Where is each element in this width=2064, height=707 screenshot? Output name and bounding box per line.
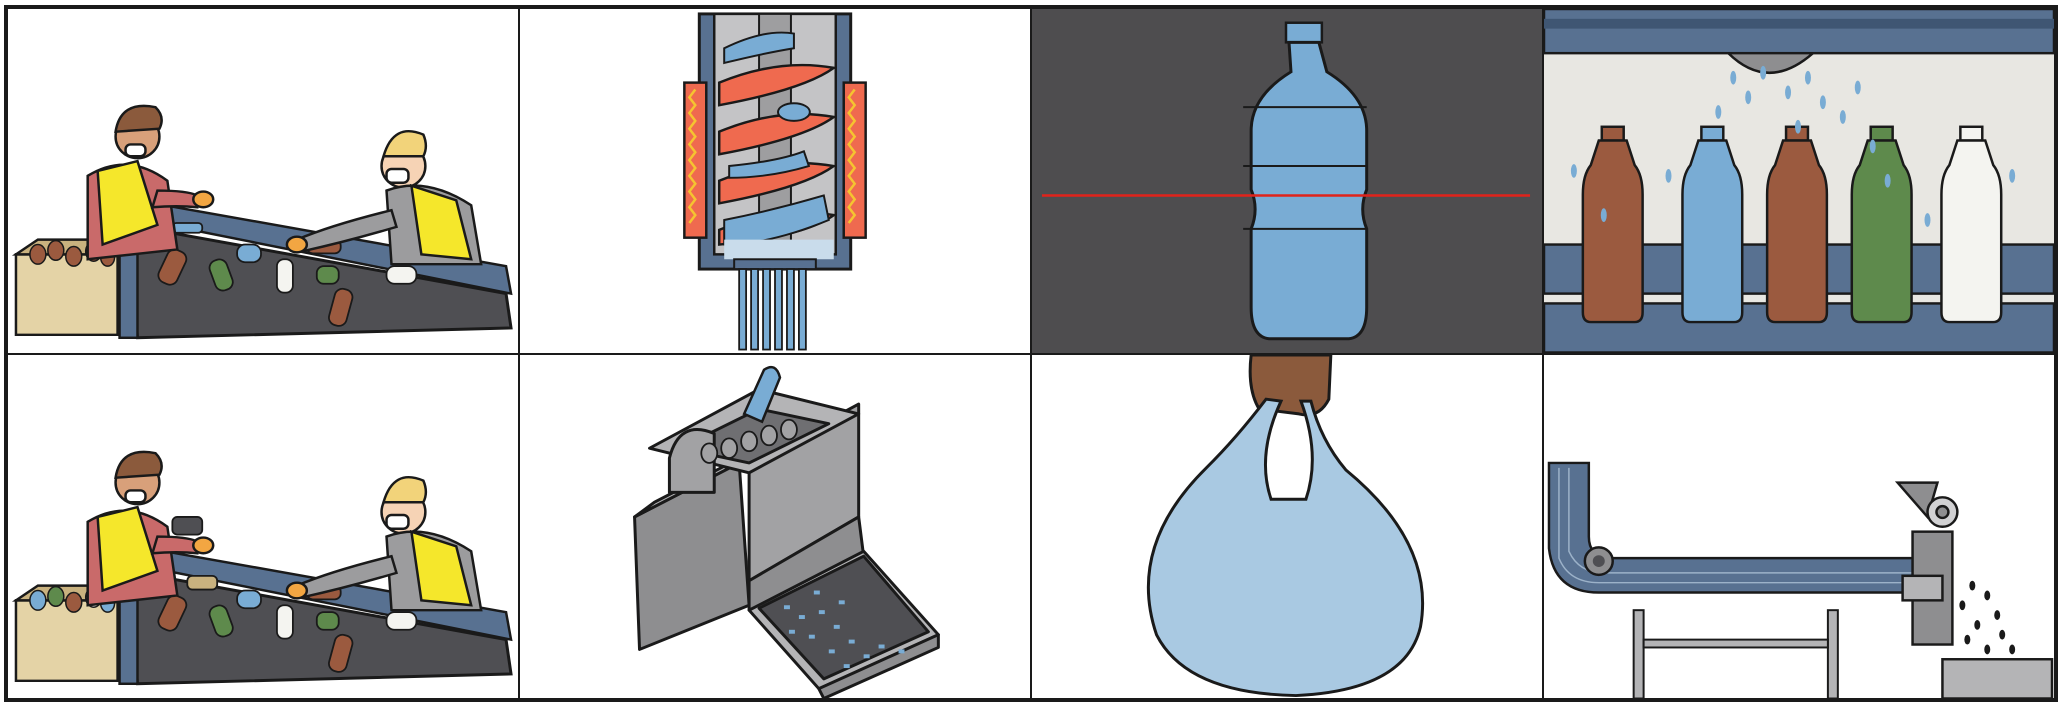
panel-shredder	[519, 353, 1031, 699]
plastic-carrier-bag-icon	[1146, 354, 1425, 697]
plastic-shredder-machine-icon	[633, 365, 940, 698]
bottle-washing-line-icon	[1544, 9, 2054, 353]
panel-carrier-bag	[1031, 353, 1543, 699]
bottle-laser-scan-icon	[1041, 21, 1531, 341]
panel-sorting-belt	[7, 8, 519, 354]
panel-screw-extruder	[519, 8, 1031, 354]
panel-sorting-belt-mixed	[7, 353, 519, 699]
panel-laser-scan	[1031, 8, 1543, 354]
screw-extruder-heater-icon	[683, 12, 867, 351]
panel-washing-line	[1543, 8, 2055, 354]
recycling-sorting-belt-icon	[11, 104, 513, 340]
recycling-process-grid	[4, 5, 2058, 702]
recycling-sorting-belt-mixed-icon	[11, 450, 513, 685]
panel-pellet-conveyor	[1543, 353, 2055, 699]
pellet-conveyor-icon	[1547, 461, 2054, 698]
